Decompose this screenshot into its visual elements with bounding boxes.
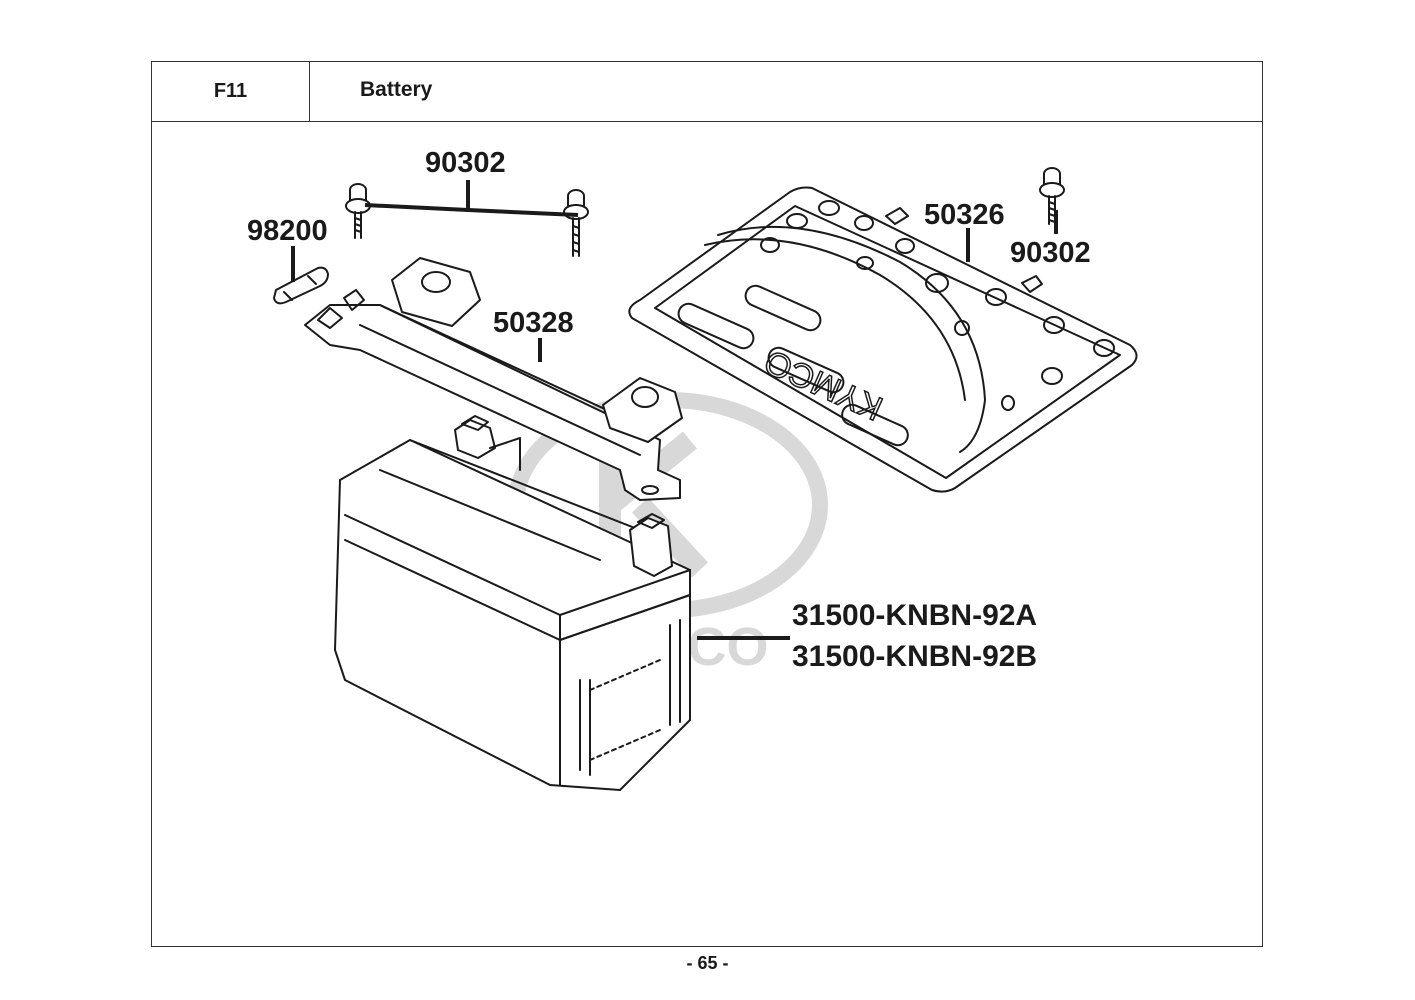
callout-50328: 50328 bbox=[493, 307, 574, 339]
callout-90302-single: 90302 bbox=[1010, 237, 1091, 269]
callout-31500-92b: 31500-KNBN-92B bbox=[792, 640, 1037, 673]
header-rule bbox=[151, 121, 1263, 122]
callout-50326: 50326 bbox=[924, 199, 1005, 231]
fuse bbox=[273, 266, 329, 305]
header-divider bbox=[309, 61, 310, 122]
leader-lines bbox=[291, 180, 1058, 640]
battery-cover: KYMCO bbox=[628, 186, 1138, 493]
page-number: - 65 - bbox=[686, 953, 729, 973]
battery-band bbox=[304, 257, 683, 501]
callout-31500-92a: 31500-KNBN-92A bbox=[792, 599, 1037, 632]
diagram-frame bbox=[151, 61, 1263, 947]
callout-98200: 98200 bbox=[247, 215, 328, 247]
bolt-single bbox=[1039, 167, 1065, 225]
battery bbox=[334, 415, 691, 791]
callout-90302-pair: 90302 bbox=[425, 147, 506, 179]
section-title: Battery bbox=[360, 78, 433, 101]
